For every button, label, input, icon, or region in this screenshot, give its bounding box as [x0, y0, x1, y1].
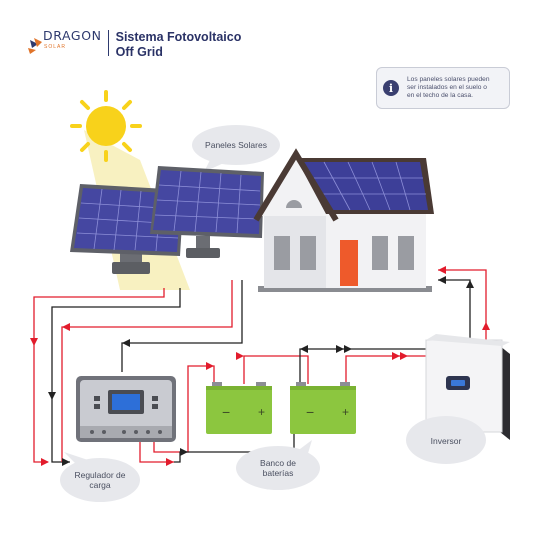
- panels-bubble: [192, 125, 280, 172]
- regulator-label: Regulador de carga: [60, 470, 140, 490]
- battery-left: [206, 382, 272, 434]
- header-divider: [107, 30, 109, 56]
- brand-logo: DRAGON SOLAR: [22, 28, 102, 50]
- battery-left-minus: −: [222, 404, 230, 420]
- info-icon: i: [383, 80, 399, 96]
- brand-text: DRAGON SOLAR: [43, 28, 102, 50]
- panels-label: Paneles Solares: [205, 140, 267, 150]
- battery-left-plus: +: [258, 405, 265, 419]
- batteries-bubble: [236, 440, 320, 490]
- info-text-line-3: en el techo de la casa.: [407, 92, 473, 100]
- battery-right-plus: +: [342, 405, 349, 419]
- regulator-label-line-1: Regulador de: [74, 470, 126, 480]
- header: DRAGON SOLAR Sistema Fotovoltaico Off Gr…: [22, 28, 242, 60]
- title-line-2: Off Grid: [115, 45, 163, 59]
- batteries-label-line-1: Banco de: [260, 458, 296, 468]
- dragon-logo-icon: [28, 38, 42, 54]
- solar-panel-right: [150, 166, 264, 258]
- title-line-1: Sistema Fotovoltaico: [115, 30, 242, 44]
- charge-regulator: [76, 376, 176, 442]
- battery-right: [290, 382, 356, 434]
- regulator-bubble: [60, 452, 140, 502]
- info-box: i Los paneles solares pueden ser instala…: [376, 67, 510, 109]
- battery-right-minus: −: [306, 404, 314, 420]
- inverter-label: Inversor: [430, 436, 462, 446]
- info-text-line-2: ser instalados en el suelo o: [407, 83, 487, 91]
- logo-spacer: [22, 35, 40, 45]
- inverter-bubble: [406, 416, 486, 464]
- info-text: Los paneles solares pueden ser instalado…: [407, 76, 489, 101]
- batteries-label-line-2: baterías: [262, 468, 294, 478]
- page-title: Sistema Fotovoltaico Off Grid: [116, 30, 242, 60]
- batteries-label: Banco de baterías: [238, 458, 318, 478]
- wire-arrows: [30, 266, 490, 466]
- regulator-label-line-2: carga: [89, 480, 111, 490]
- house: [253, 148, 434, 292]
- brand-sub: SOLAR: [44, 43, 66, 50]
- info-text-line-1: Los paneles solares pueden: [407, 75, 490, 83]
- brand-name: DRAGON: [43, 28, 102, 43]
